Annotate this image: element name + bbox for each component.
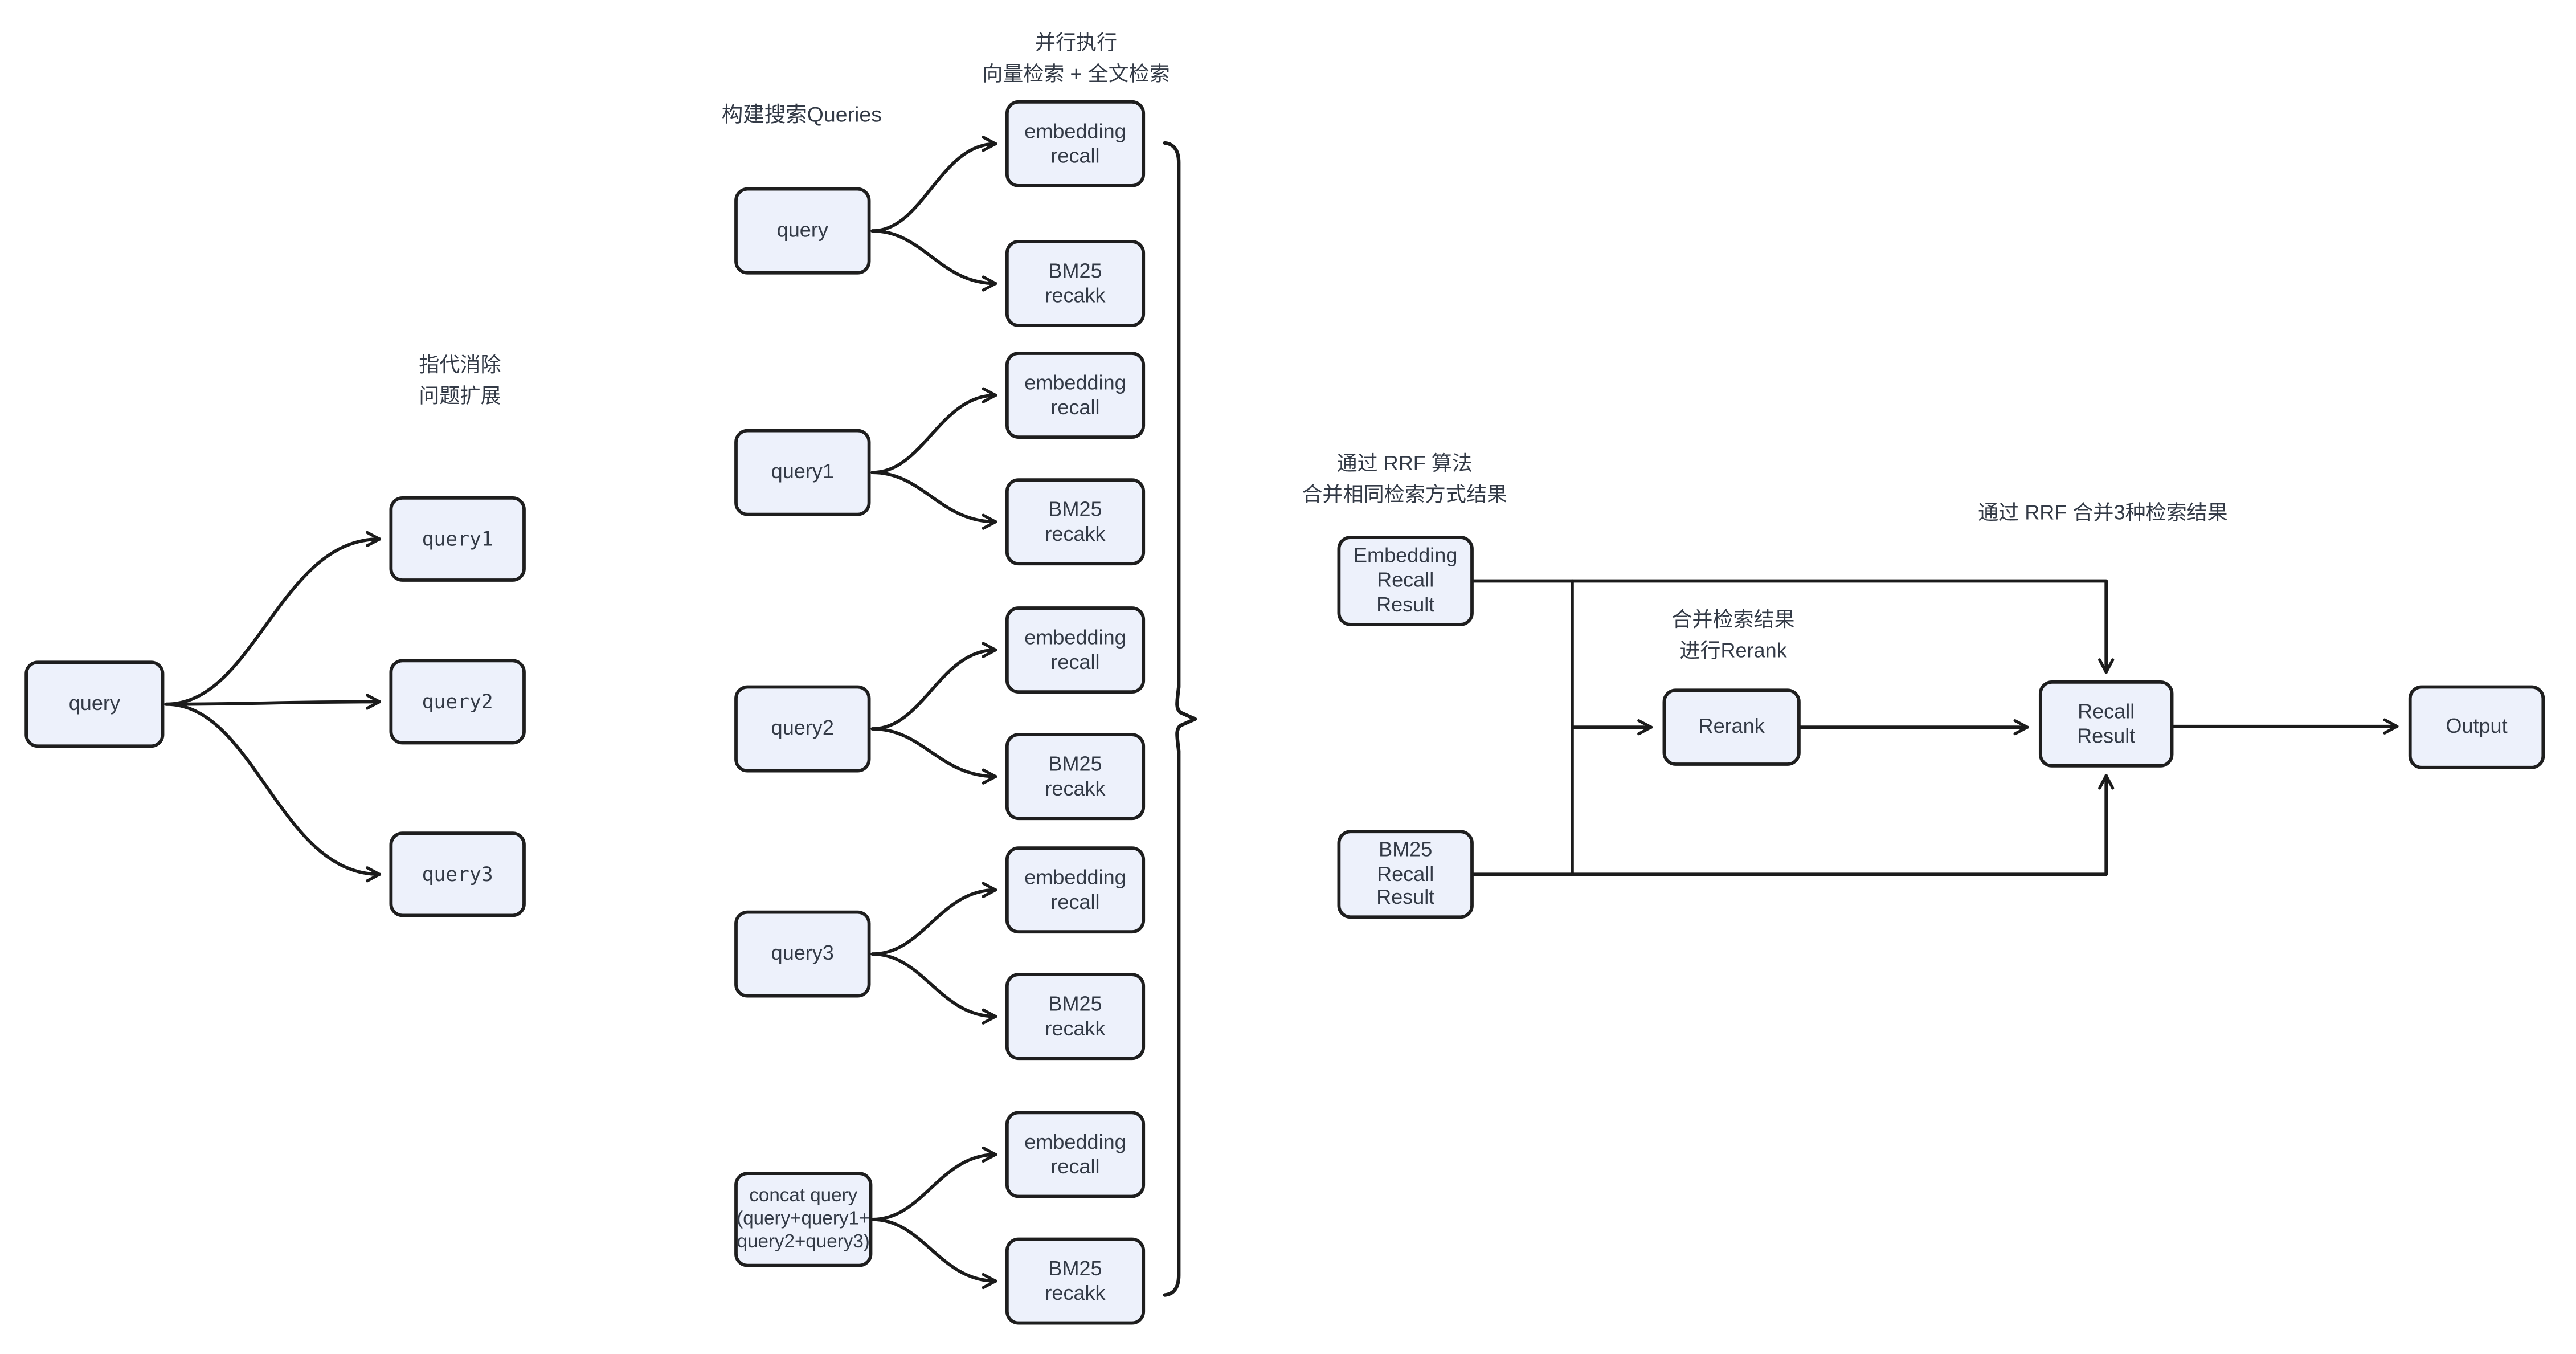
node-bm25-recakk-3: BM25 recakk	[1005, 733, 1146, 821]
node-bm25-recall-result: BM25 Recall Result	[1337, 830, 1474, 919]
note-parallel-exec: 并行执行 向量检索 + 全文检索	[982, 31, 1170, 85]
node-bm25-recakk-5: BM25 recakk	[1005, 1237, 1146, 1325]
node-mid-query: query	[734, 187, 871, 275]
node-rerank: Rerank	[1662, 688, 1801, 766]
node-embedding-recall-5: embedding recall	[1005, 1111, 1146, 1198]
node-embedding-recall-result: Embedding Recall Result	[1337, 536, 1474, 626]
node-mid-query1: query1	[734, 429, 871, 516]
node-left-query2: query2	[389, 659, 526, 745]
node-output: Output	[2408, 685, 2545, 769]
node-bm25-recakk-1: BM25 recakk	[1005, 240, 1146, 327]
arrow-midquery-bm25-3	[870, 727, 997, 785]
arrow-midquery-embedding-3	[870, 642, 997, 731]
arrow-midquery-bm25-2	[870, 471, 997, 530]
curly-brace	[1163, 141, 1197, 1297]
node-embedding-recall-4: embedding recall	[1005, 846, 1146, 934]
note-merge-rerank: 合并检索结果 进行Rerank	[1671, 608, 1795, 662]
node-mid-query2: query2	[734, 685, 871, 773]
node-bm25-recakk-4: BM25 recakk	[1005, 973, 1146, 1061]
arrow-query-to-query1	[164, 531, 382, 706]
arrow-midquery-embedding-1	[870, 136, 997, 233]
node-bm25-recakk-2: BM25 recakk	[1005, 478, 1146, 566]
node-embedding-recall-2: embedding recall	[1005, 352, 1146, 439]
arrow-query-to-query2	[164, 694, 382, 710]
node-concat-query: concat query (query+query1+ query2+query…	[734, 1172, 873, 1267]
node-embedding-recall-1: embedding recall	[1005, 100, 1146, 187]
note-build-queries: 构建搜索Queries	[721, 101, 882, 127]
arrow-midquery-embedding-4	[870, 882, 997, 956]
node-embedding-recall-3: embedding recall	[1005, 606, 1146, 694]
note-rrf-merge-three: 通过 RRF 合并3种检索结果	[1978, 501, 2228, 524]
node-mid-query3: query3	[734, 910, 871, 998]
arrow-query-to-query3	[164, 702, 382, 883]
note-coref-expand: 指代消除 问题扩展	[419, 353, 501, 407]
node-left-query3: query3	[389, 831, 526, 917]
arrow-concat-bm25	[870, 1217, 997, 1290]
note-rrf-same-method: 通过 RRF 算法 合并相同检索方式结果	[1302, 452, 1508, 506]
node-query-root: query	[24, 660, 165, 748]
node-left-query1: query1	[389, 496, 526, 582]
line-embres-to-recallresult-top	[1472, 579, 2115, 674]
arrow-concat-embedding	[870, 1146, 997, 1221]
arrow-midquery-embedding-2	[870, 387, 997, 475]
node-recall-result: Recall Result	[2038, 680, 2174, 768]
line-bm25res-to-recallresult-bottom	[1472, 774, 2115, 876]
arrow-midquery-bm25-1	[870, 229, 997, 292]
arrow-midquery-bm25-4	[870, 952, 997, 1025]
